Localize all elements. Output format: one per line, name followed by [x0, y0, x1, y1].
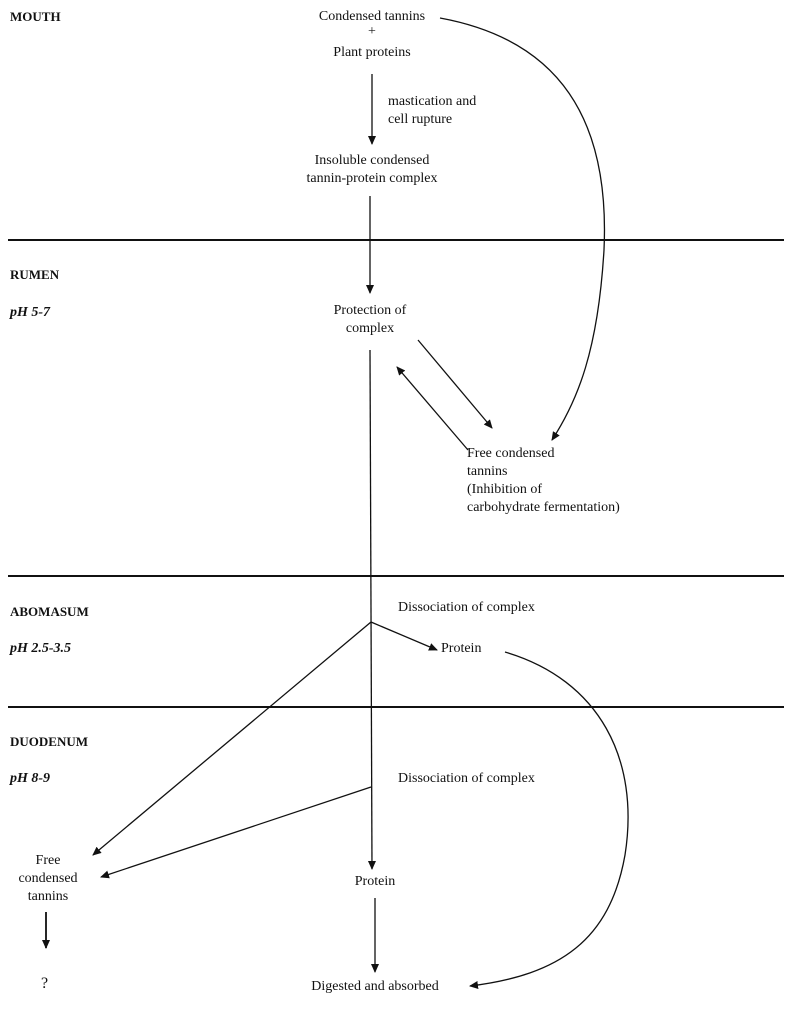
arrow-abomasum-to-free-tannins: [92, 621, 372, 856]
arrow-duodenum-to-free-tannins: [100, 786, 372, 879]
section-duodenum: DUODENUM: [10, 734, 88, 749]
node-free-tannins-duodenum: Free condensed tannins: [10, 852, 86, 906]
section-mouth: MOUTH: [10, 9, 61, 24]
node-digested-absorbed: Digested and absorbed: [311, 979, 439, 994]
node-question-mark: ?: [41, 975, 49, 992]
free-duo-line-1: Free: [35, 853, 61, 868]
section-rumen: RUMEN: [10, 267, 60, 282]
free-rumen-line-3: (Inhibition of: [467, 482, 543, 497]
insoluble-line-1: Insoluble condensed: [314, 153, 430, 168]
node-plant-proteins: Plant proteins: [333, 45, 411, 60]
protection-line-1: Protection of: [333, 303, 407, 318]
insoluble-line-2: tannin-protein complex: [306, 171, 438, 186]
mastication-line-2: cell rupture: [388, 112, 453, 127]
abomasum-ph: pH 2.5-3.5: [10, 641, 72, 656]
free-rumen-line-2: tannins: [467, 464, 508, 479]
free-duo-line-3: tannins: [27, 889, 69, 904]
node-free-tannins-rumen: Free condensed tannins (Inhibition of ca…: [467, 445, 620, 517]
duodenum-ph: pH 8-9: [10, 771, 51, 786]
node-condensed-tannins: Condensed tannins: [272, 8, 472, 26]
node-protection-of-complex: Protection of complex: [300, 302, 440, 338]
node-protein-duodenum: Protein: [354, 874, 396, 889]
node-dissociation-duodenum: Dissociation of complex: [398, 771, 535, 786]
line-protection-to-protein: [367, 349, 376, 870]
free-rumen-line-4: carbohydrate fermentation): [467, 500, 620, 515]
free-rumen-line-1: Free condensed: [467, 446, 555, 461]
arrow-tannins-to-free-rumen: [439, 17, 606, 441]
condensed-tannins-label: Condensed tannins: [318, 9, 426, 24]
node-dissociation-abomasum: Dissociation of complex: [398, 600, 535, 615]
free-duo-line-2: condensed: [18, 871, 78, 886]
arrow-abomasum-to-protein: [370, 621, 438, 651]
arrow-free-to-protection: [396, 366, 469, 451]
protection-line-2: complex: [345, 321, 395, 336]
plus-sign: +: [368, 24, 376, 39]
mastication-line-1: mastication and: [388, 94, 477, 109]
node-protein-abomasum: Protein: [441, 641, 482, 656]
section-abomasum: ABOMASUM: [10, 604, 89, 619]
node-mastication: mastication and cell rupture: [388, 93, 476, 129]
arrow-protection-to-free: [417, 339, 493, 429]
arrow-protein-to-digested: [469, 651, 629, 989]
rumen-ph: pH 5-7: [10, 305, 51, 320]
node-insoluble-complex: Insoluble condensed tannin-protein compl…: [262, 152, 482, 188]
